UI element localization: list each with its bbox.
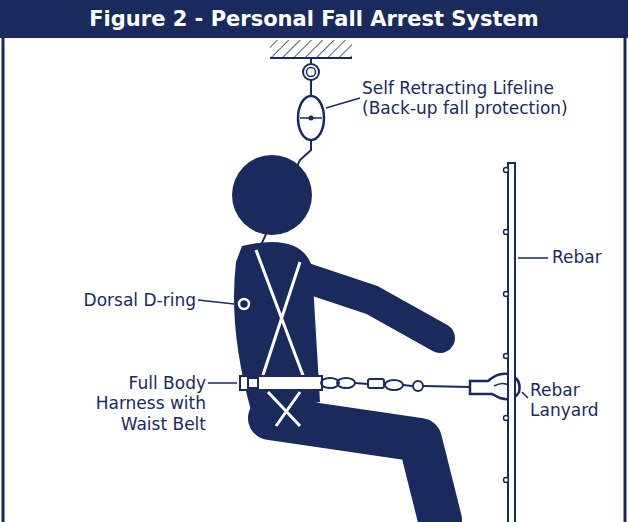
rebar-label: Rebar: [552, 247, 618, 267]
waist-belt: [240, 376, 322, 390]
title-bar: Figure 2 - Personal Fall Arrest System: [0, 0, 628, 38]
worker-arm: [288, 272, 440, 338]
rebar-lanyard: [321, 374, 520, 400]
ceiling-hatch: [270, 40, 352, 58]
srl-housing: [298, 96, 324, 140]
worker-leg: [270, 418, 440, 520]
dorsal-d-ring: [239, 299, 249, 309]
harness-strap: [256, 250, 304, 426]
anchor-ring: [303, 64, 319, 80]
srl-label: Self Retracting Lifeline (Back-up fall p…: [362, 78, 612, 119]
frame-line: [624, 38, 627, 522]
harness-label: Full Body Harness with Waist Belt: [72, 373, 206, 434]
figure-title: Figure 2 - Personal Fall Arrest System: [89, 7, 538, 31]
worker-head: [232, 155, 312, 235]
frame-line: [2, 38, 5, 522]
lanyard-label: Rebar Lanyard: [530, 380, 618, 421]
leader-line: [198, 98, 548, 398]
d-ring-label: Dorsal D-ring: [62, 290, 196, 310]
rebar: [508, 163, 515, 522]
rebar-ribs: [504, 168, 509, 483]
